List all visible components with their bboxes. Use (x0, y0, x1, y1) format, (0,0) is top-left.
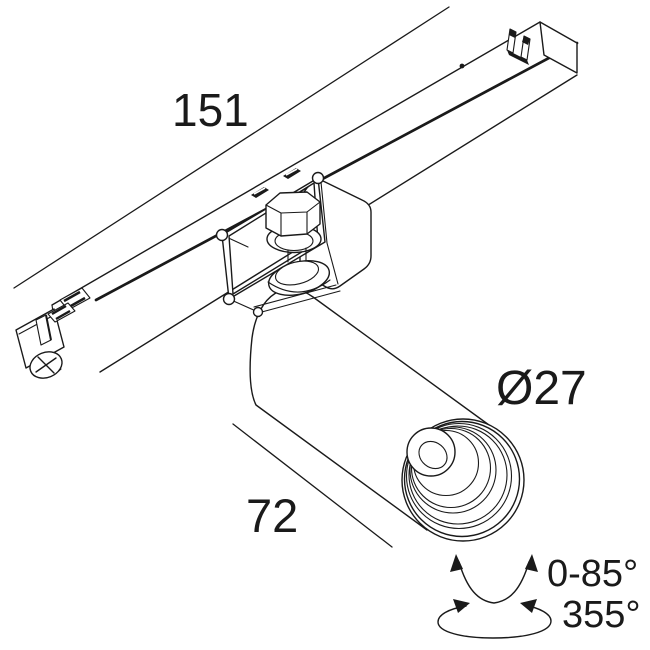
arrowhead-icon (525, 554, 538, 572)
cable-clamp-bump (459, 63, 465, 69)
contact-clips (35, 287, 91, 346)
body-length-label: 72 (246, 489, 298, 542)
arrowhead-icon (450, 554, 463, 572)
lamp-aperture (406, 427, 456, 477)
tilt-angle-label: 0-85° (547, 553, 638, 595)
track-length-label: 151 (172, 84, 249, 136)
yoke-corner-ball (252, 306, 264, 318)
yoke-corner-ball (311, 171, 325, 185)
swivel-collar (267, 260, 331, 296)
head-diameter-label: Ø27 (496, 362, 587, 415)
track-rail (15, 21, 579, 379)
track-slots (251, 168, 301, 198)
arrowhead-icon (520, 599, 537, 613)
end-connector-clip (506, 28, 531, 65)
body-length-dimension-line (232, 423, 393, 548)
tilt-arrow (450, 554, 538, 604)
track-left-end (15, 287, 91, 379)
rotation-angle-label: 355° (562, 594, 641, 636)
yoke-back-tube (253, 284, 341, 314)
mounting-screw (29, 351, 63, 379)
track-length-dimension-line (13, 6, 450, 289)
hex-nut (265, 191, 321, 237)
phillips-cross-icon (35, 356, 57, 374)
yoke-corner-ball (215, 228, 229, 242)
track-end-cap (539, 21, 578, 74)
spotlight-front-rings (401, 418, 525, 542)
arrowhead-icon (453, 599, 470, 613)
rotation-arrow (437, 599, 552, 639)
yoke-corner-ball (222, 292, 236, 306)
